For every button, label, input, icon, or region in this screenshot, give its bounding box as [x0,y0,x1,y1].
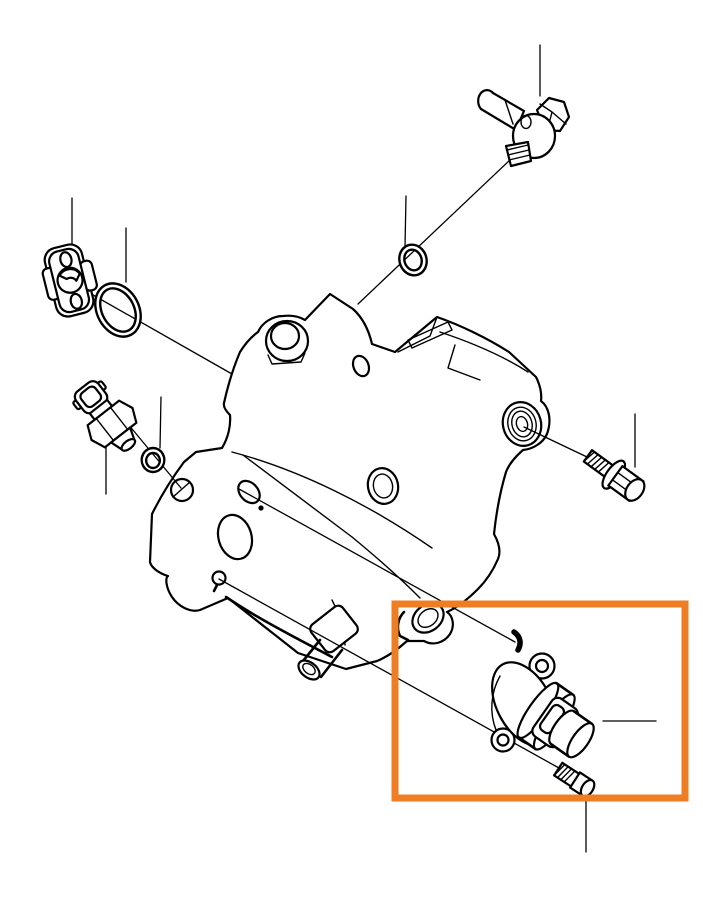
lower-boss [411,602,445,634]
front-plate [169,451,433,659]
flanged-bolt [582,449,646,502]
retainer-clip-mark [511,629,523,653]
leader-line [238,488,516,643]
fuel-metering-valve [490,652,595,759]
gasket-o-ring-large [94,282,142,338]
leader-line [404,195,407,248]
highlight-box [391,600,689,802]
seal-boss [501,401,543,447]
leader-line [357,157,513,305]
o-ring-small-left [140,446,166,474]
bottom-spout [297,604,359,681]
valve-flange-ears [490,652,556,753]
valve-screw [553,761,596,798]
screw-head [169,477,195,503]
upper-port-hole [351,354,371,378]
leader-line [127,423,182,489]
sensor [72,380,138,452]
bracket-details [397,316,529,381]
filler-cap [264,319,310,365]
leader-line [159,396,162,449]
leader-line [85,290,233,375]
banjo-union-fitting [477,89,571,168]
pump-body [148,292,551,681]
mounting-flange-bracket [41,243,98,318]
leader-line [523,426,588,458]
o-ring-small-center [398,243,428,277]
center-port [366,467,400,505]
